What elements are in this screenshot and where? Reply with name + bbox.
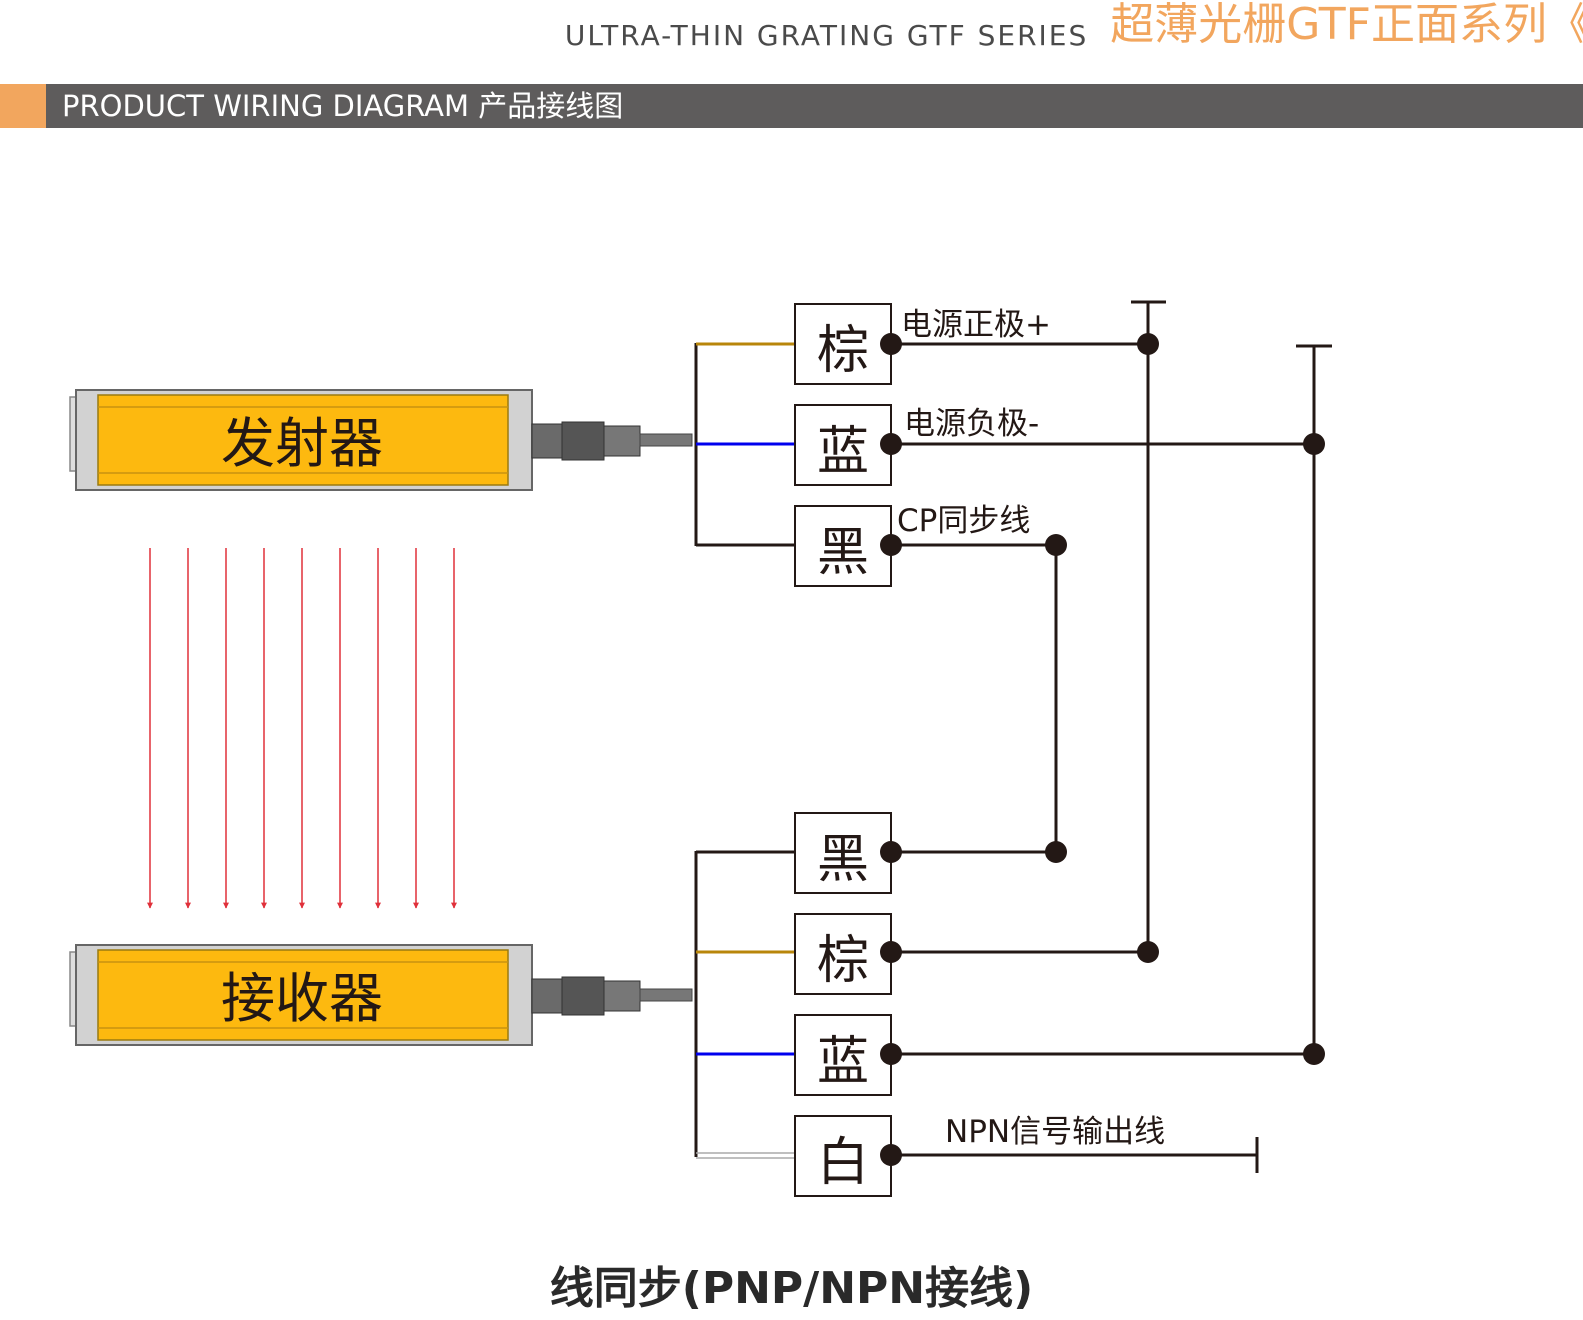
junction-dots [880, 333, 1325, 1166]
page-title: ULTRA-THIN GRATING GTF SERIES 超薄光栅GTF正面系… [565, 0, 1583, 62]
signal-label-sync: CP同步线 [897, 503, 1030, 539]
emitter-terminal-black: 黑 [794, 505, 892, 587]
signal-label-negative: 电源负极- [904, 406, 1039, 442]
diagram-caption: 线同步(PNP/NPN接线) [549, 1263, 1034, 1314]
receiver-label: 接收器 [221, 967, 383, 1030]
emitter-cable-fanout [694, 342, 795, 547]
receiver-terminal-white: 白 [794, 1115, 892, 1197]
emitter-label: 发射器 [221, 412, 383, 475]
receiver-cable-fanout [694, 850, 795, 1159]
terminal-label: 蓝 [817, 422, 869, 482]
terminal-label: 黑 [817, 830, 869, 890]
emitter-terminal-brown: 棕 [794, 303, 892, 385]
receiver-terminal-brown: 棕 [794, 913, 892, 995]
terminal-label: 黑 [817, 523, 869, 583]
series-title-cn: 超薄光栅GTF正面系列《 [1110, 0, 1583, 50]
terminal-label: 蓝 [817, 1032, 869, 1092]
section-header-band: PRODUCT WIRING DIAGRAM 产品接线图 [0, 84, 1583, 128]
receiver-device: 接收器 [69, 944, 693, 1046]
connection-lines [891, 300, 1332, 1173]
terminal-label: 棕 [817, 321, 869, 381]
terminal-label: 白 [817, 1133, 869, 1193]
terminal-label: 棕 [817, 931, 869, 991]
receiver-terminal-black: 黑 [794, 812, 892, 894]
receiver-terminal-blue: 蓝 [794, 1014, 892, 1096]
signal-label-npn-output: NPN信号输出线 [945, 1114, 1165, 1150]
emitter-device: 发射器 [69, 389, 693, 491]
section-title: PRODUCT WIRING DIAGRAM 产品接线图 [62, 89, 624, 123]
series-title-en: ULTRA-THIN GRATING GTF SERIES [564, 19, 1089, 52]
signal-label-positive: 电源正极+ [901, 307, 1051, 343]
section-accent-block [0, 84, 46, 128]
light-beams [147, 548, 457, 909]
emitter-terminal-blue: 蓝 [794, 404, 892, 486]
